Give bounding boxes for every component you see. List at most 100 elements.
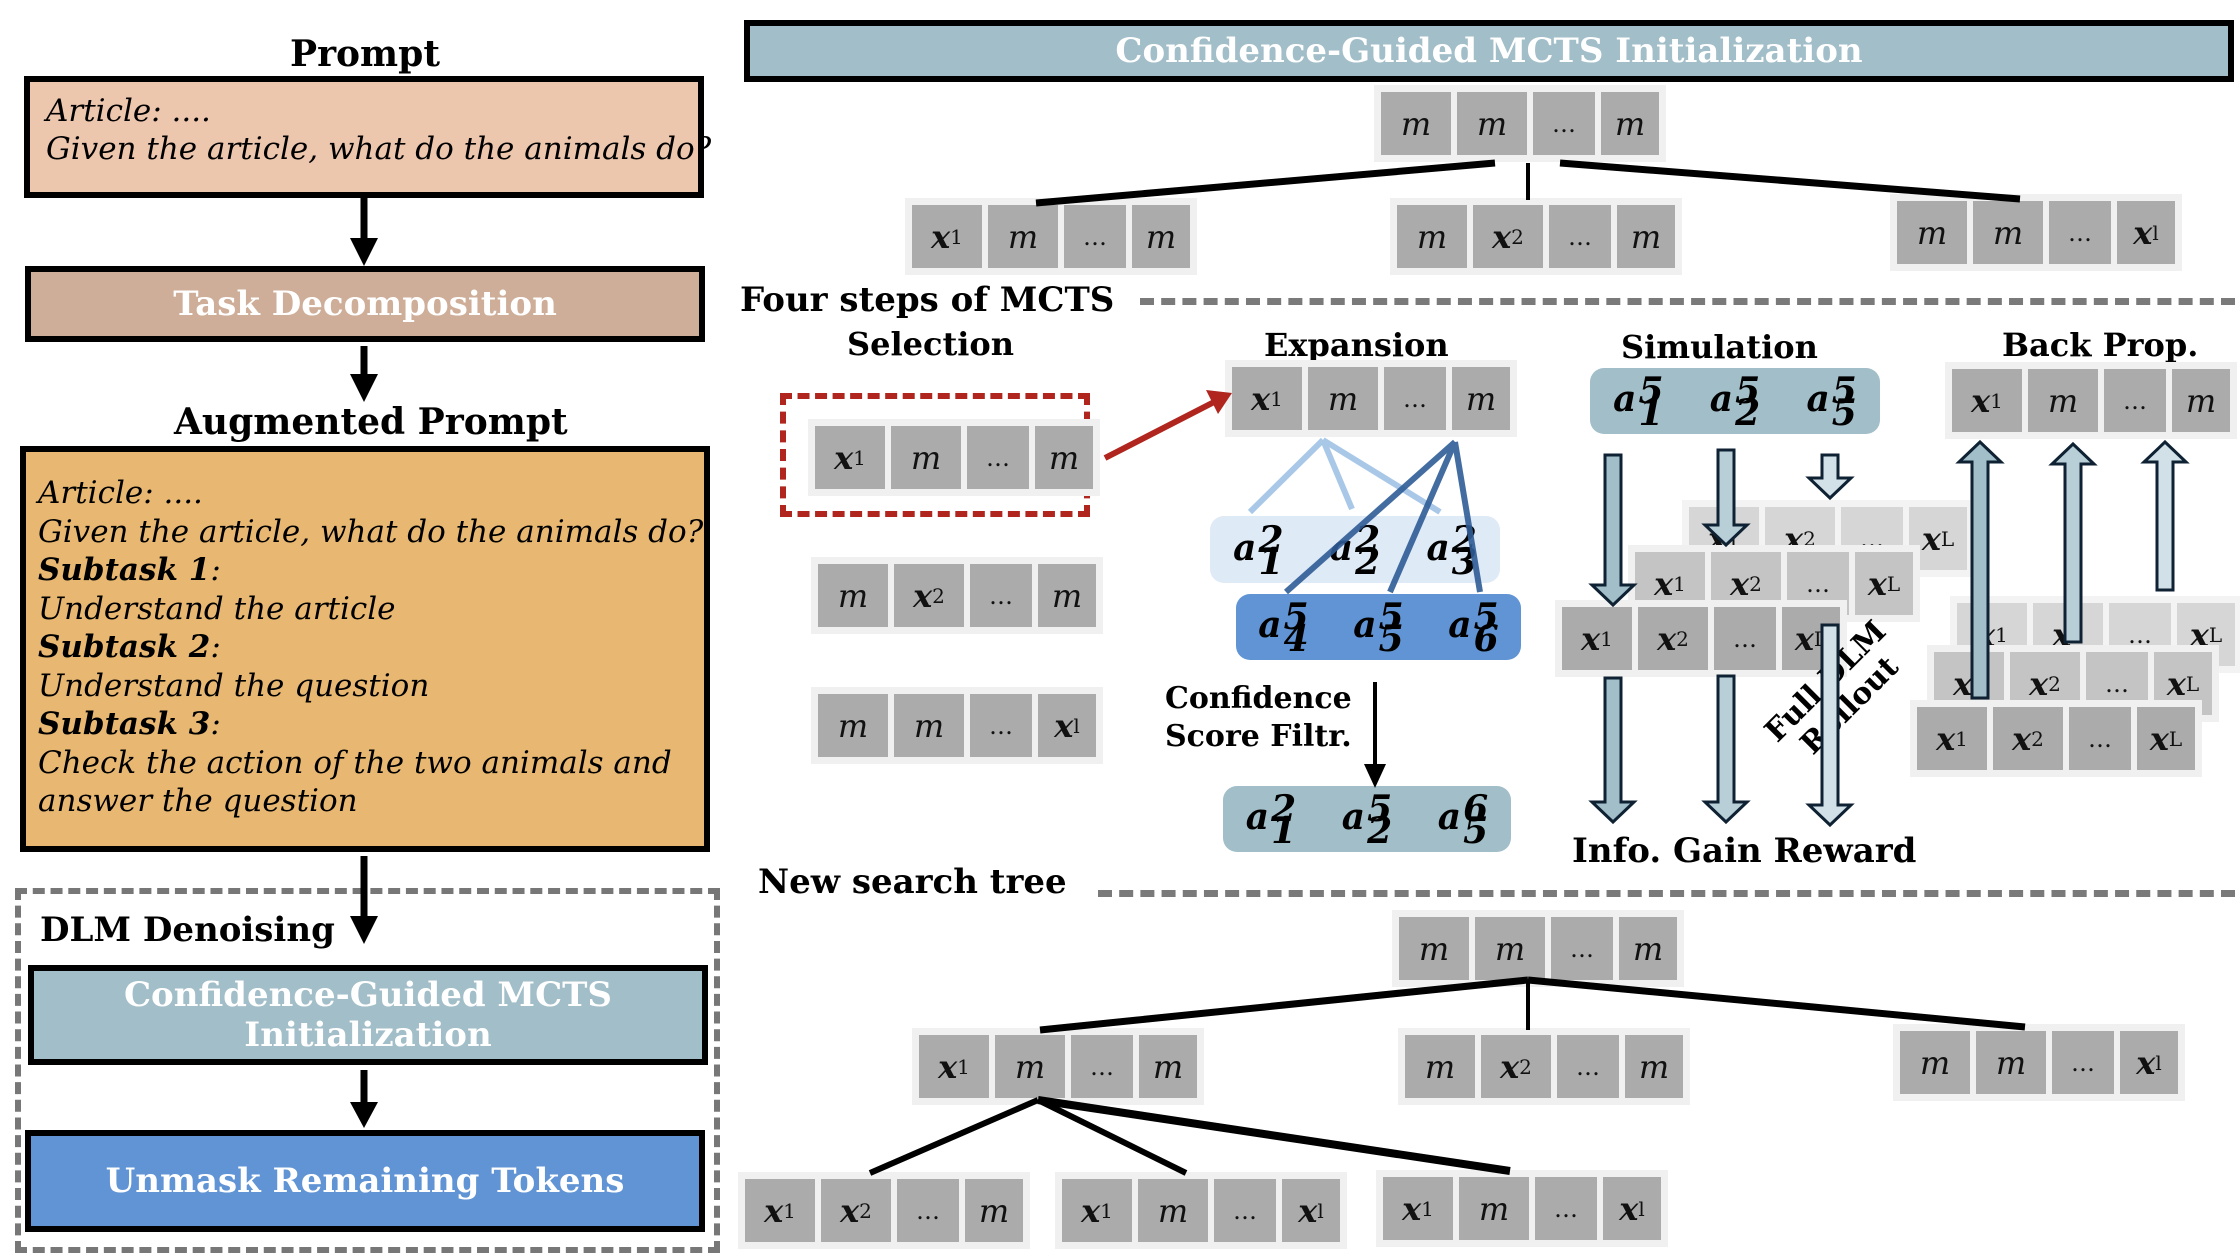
token-cell: m [1035, 426, 1093, 489]
token-cell: … [970, 564, 1032, 627]
unmask-box: Unmask Remaining Tokens [25, 1130, 705, 1232]
expansion-label: Expansion [1264, 326, 1449, 364]
mcts-init-title: Confidence-Guided MCTS Initialization [1115, 31, 1863, 71]
subtask-2-text: Understand the question [38, 667, 430, 704]
subtask-2-label: Subtask 2: [38, 629, 221, 665]
token-cell: m [1457, 92, 1527, 155]
augmented-prompt-text: Article: .... Given the article, what do… [38, 474, 703, 821]
token-cell: m [1619, 917, 1677, 980]
reward-arrow-1 [1588, 676, 1638, 825]
token-cell: m [1617, 205, 1675, 268]
edge [868, 1097, 1040, 1176]
subtask-1-text: Understand the article [38, 590, 396, 627]
sim-arrow-3 [1805, 453, 1855, 501]
token-cell: … [2052, 1031, 2114, 1094]
token-cell: m [2172, 369, 2230, 432]
new-search-tree-label: New search tree [758, 862, 1067, 902]
prompt-box: Article: .... Given the article, what do… [24, 76, 711, 198]
aug-line: Article: .... [38, 475, 203, 511]
four-steps-heading: Four steps of MCTS [740, 280, 1115, 320]
token-cell: … [1064, 205, 1126, 268]
token-cell: m [1381, 92, 1451, 155]
edge [1527, 976, 2026, 1031]
edge [1247, 437, 1326, 515]
mcts-init-title-bar: Confidence-Guided MCTS Initialization [744, 20, 2234, 82]
prompt-line: Article: .... [46, 93, 211, 129]
token-cell: … [970, 694, 1032, 757]
token-cell: m [1405, 1035, 1475, 1098]
token-cell: m [1397, 205, 1467, 268]
bp-arrow-3 [2140, 439, 2190, 592]
token-cell: … [967, 426, 1029, 489]
token-cell: … [1071, 1035, 1133, 1098]
simulation-label: Simulation [1621, 328, 1818, 366]
expansion-light-edges [1247, 437, 1442, 515]
mcts-init-line: Initialization [244, 1015, 492, 1055]
token-cell: m [1900, 1031, 1970, 1094]
mcts-init-label: Confidence-Guided MCTS Initialization [34, 975, 702, 1055]
token-cell: m [1475, 917, 1545, 980]
task-decomposition-box: Task Decomposition [25, 266, 705, 342]
info-gain-reward-label: Info. Gain Reward [1572, 831, 1917, 871]
token-cell: m [2028, 369, 2098, 432]
token-cell: m [818, 564, 888, 627]
token-cell: … [1214, 1179, 1276, 1242]
token-cell: m [818, 694, 888, 757]
token-cell: m [995, 1035, 1065, 1098]
subtask-label: Subtask 3 [38, 706, 211, 742]
edge [1037, 1096, 1511, 1175]
back-prop-label: Back Prop. [2002, 326, 2199, 364]
task-decomposition-label: Task Decomposition [173, 284, 557, 324]
mcts-init-box: Confidence-Guided MCTS Initialization [28, 965, 708, 1065]
new-tree-divider [1098, 890, 2235, 897]
token-cell: … [1714, 607, 1776, 670]
token-cell: m [1139, 1035, 1197, 1098]
token-cell: … [2049, 201, 2111, 264]
token-cell: m [1399, 917, 1469, 980]
subtask-3-label: Subtask 3: [38, 706, 221, 742]
token-cell: m [1976, 1031, 2046, 1094]
four-steps-divider [1140, 298, 2235, 305]
token-cell: … [1535, 1177, 1597, 1240]
subtask-label: Subtask 2 [38, 629, 211, 665]
init-tree-edges [1035, 159, 2021, 207]
dlm-denoising-frame [15, 888, 720, 1253]
